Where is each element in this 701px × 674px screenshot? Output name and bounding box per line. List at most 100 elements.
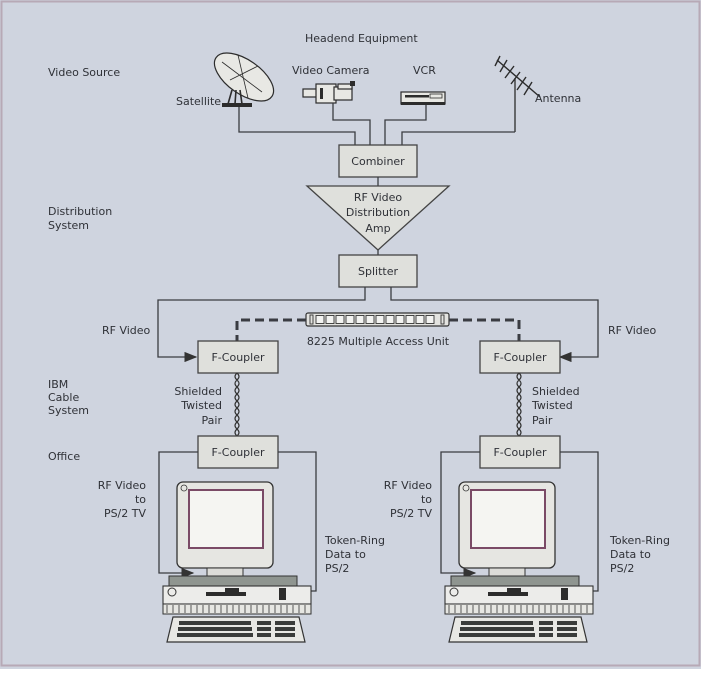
twisted-wire [236,372,240,437]
floppy-drive [206,592,246,596]
rf-video-right-label: RF Video [608,324,657,337]
system-unit-top [168,575,298,587]
stp-left-label-3: Pair [202,414,223,427]
monitor-stand [488,567,526,577]
rf-to-tv-left-label-2: to [135,493,146,506]
headend-equipment-title: Headend Equipment [305,32,418,45]
mau-port [375,315,385,324]
video-camera-label: Video Camera [292,64,369,77]
keyboard-nav-keys [539,621,553,625]
keyboard-numpad-row [557,621,577,625]
ps2-computer-right-icon [444,481,594,643]
token-ring-right-label-2: Data to [610,548,651,561]
keyboard-numpad-row [275,621,295,625]
mau-port [345,315,355,324]
f-coupler-upper-left [197,340,279,374]
rf-video-left-wire [157,287,366,363]
mau-label: 8225 Multiple Access Unit [307,335,450,348]
stp-right-label-2: Twisted [531,399,573,412]
satellite-label: Satellite [176,95,221,108]
monitor-screen [188,489,264,549]
keyboard-nav-keys [539,633,553,637]
section-distribution-label-1: Distribution [48,205,112,218]
power-button [449,587,459,597]
splitter-box [338,254,418,288]
f-coupler-upper-right-label: F-Coupler [493,351,546,364]
token-ring-right-dashed [449,318,521,342]
rf-to-tv-left-label-3: PS/2 TV [104,507,147,520]
rf-to-tv-right-label-3: PS/2 TV [390,507,433,520]
mau-port [325,315,335,324]
keyboard-nav-keys [257,633,271,637]
mau-port [385,315,395,324]
amp-label-1: RF Video [354,191,403,204]
section-distribution-label-2: System [48,219,89,232]
keyboard-nav-keys [257,621,271,625]
twisted-wire [234,372,238,437]
mau-port [405,315,415,324]
rf-to-tv-right-label-2: to [421,493,432,506]
keyboard-nav-keys [539,627,553,631]
token-ring-left-label-3: PS/2 [325,562,349,575]
rf-to-tv-left-label-1: RF Video [98,479,147,492]
rf-video-left-label: RF Video [102,324,151,337]
token-ring-left-label-2: Data to [325,548,366,561]
twisted-pair-left [234,372,240,437]
section-ibm-cable-label-2: Cable [48,391,79,404]
drive-slot [225,588,239,592]
stp-left-label-1: Shielded [174,385,222,398]
twisted-pair-right [516,372,522,437]
token-ring-left-dashed [235,318,306,342]
combiner-box [338,144,418,178]
mau-port [315,315,325,324]
stp-right-label-1: Shielded [532,385,580,398]
floppy-drive [488,592,528,596]
f-coupler-lower-left-label: F-Coupler [211,446,264,459]
mau-port [425,315,435,324]
system-unit-vents [444,603,594,615]
keyboard-keys-row [178,627,252,631]
rf-to-tv-right-label-1: RF Video [384,479,433,492]
splitter-label: Splitter [358,265,398,278]
vcr-label: VCR [413,64,436,77]
monitor-screen [470,489,546,549]
satellite-dish-icon [213,52,275,107]
mau-port [355,315,365,324]
rf-to-tv-right-wire [440,451,480,579]
token-ring-right-label-1: Token-Ring [609,534,670,547]
drive-light [279,588,286,600]
monitor-stand [206,567,244,577]
keyboard-numpad-row [275,627,295,631]
vcr-icon [400,91,446,105]
system-unit-vents [162,603,312,615]
rf-video-right-wire [390,287,599,363]
combiner-label: Combiner [351,155,405,168]
drive-slot [507,588,521,592]
rf-to-tv-left-wire [158,451,198,579]
keyboard-keys-row [177,633,253,637]
monitor-logo [462,484,470,492]
twisted-wire [516,372,520,437]
antenna-icon [494,55,541,132]
section-office: Office [48,450,80,463]
stp-right-label-3: Pair [532,414,553,427]
twisted-wire [518,372,522,437]
keyboard-numpad-row [557,633,577,637]
antenna-wire [401,131,515,145]
vcr-wire [384,105,427,145]
keyboard-nav-keys [257,627,271,631]
f-coupler-lower-right-label: F-Coupler [493,446,546,459]
f-coupler-upper-left-label: F-Coupler [211,351,264,364]
keyboard-keys-row [179,621,251,625]
f-coupler-upper-right [479,340,561,374]
section-ibm-cable-label-3: System [48,404,89,417]
video-camera-icon [302,81,355,104]
power-button [167,587,177,597]
system-unit-top [450,575,580,587]
token-ring-right-label-3: PS/2 [610,562,634,575]
drive-light [561,588,568,600]
monitor-logo [180,484,188,492]
